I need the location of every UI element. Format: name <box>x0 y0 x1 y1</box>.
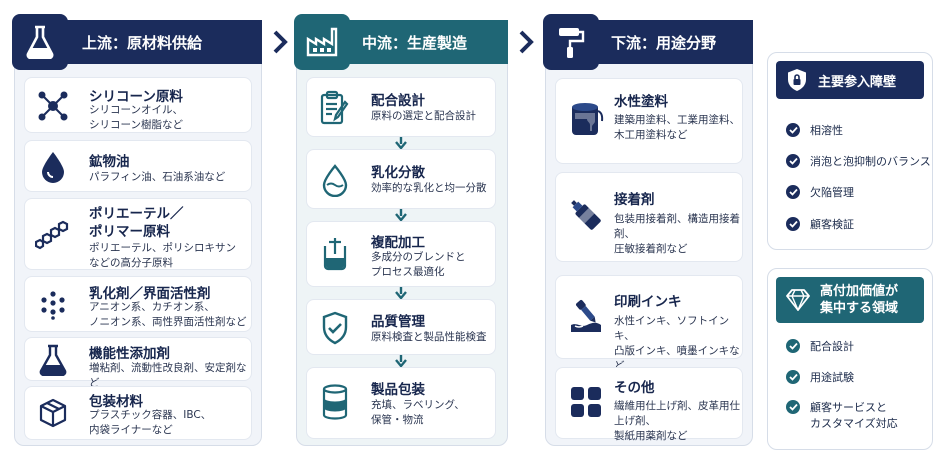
card-description: 増粘剤、流動性改良剤、安定剤など <box>89 362 247 389</box>
entry-barriers-title: 主要参入障壁 <box>818 74 897 90</box>
card-description: パラフィン油、石油系油など <box>89 171 226 183</box>
card-title: 包装材料 <box>89 394 143 410</box>
step-description: 多成分のブレンドと プロセス最適化 <box>371 251 466 278</box>
card-title: 機能性添加剤 <box>89 346 170 362</box>
high-value-panel: 高付加価値が 集中する領域 配合設計 用途試験 顧客サービスと カスタマイズ対応 <box>767 268 933 450</box>
upstream-card: 包装材料 プラスチック容器、IBC、 内袋ライナーなど <box>24 386 252 440</box>
application-card: 水性塗料 建築用塗料、工業用塗料、 木工用塗料など <box>555 78 743 164</box>
upstream-card: 機能性添加剤 増粘剤、流動性改良剤、安定剤など <box>24 337 252 389</box>
upstream-card: 乳化剤／界面活性剤 アニオン系、カチオン系、 ノニオン系、両性界面活性剤など <box>24 276 252 332</box>
glue-tube-icon <box>564 193 608 237</box>
check-icon <box>786 370 800 384</box>
step-description: 原料の選定と配合設計 <box>371 110 476 122</box>
flask-icon <box>33 340 73 380</box>
card-title: 印刷インキ <box>614 294 682 310</box>
upstream-header: 上流：原材料供給 <box>12 14 262 70</box>
value-item: 用途試験 <box>786 370 854 386</box>
step-title: 品質管理 <box>371 314 425 330</box>
check-icon <box>786 185 800 199</box>
card-description: アニオン系、カチオン系、 ノニオン系、両性界面活性剤など <box>89 301 247 328</box>
box-icon <box>33 393 73 433</box>
ink-dropper-icon <box>564 294 608 338</box>
chevron-right-icon <box>519 30 534 54</box>
value-item: 配合設計 <box>786 339 854 355</box>
barrier-item: 消泡と泡抑制のバランス <box>786 154 931 170</box>
card-description: ポリエーテル、ポリシロキサン などの高分子原料 <box>89 242 236 269</box>
barrier-item: 欠陥管理 <box>786 185 854 201</box>
card-title: 鉱物油 <box>89 154 130 170</box>
upstream-card: ポリエーテル／ ポリマー原料 ポリエーテル、ポリシロキサン などの高分子原料 <box>24 198 252 270</box>
step-title: 配合設計 <box>371 93 425 109</box>
process-step: 乳化分散 効率的な乳化と均一分散 <box>306 149 496 209</box>
card-title: シリコーン原料 <box>89 89 183 105</box>
droplet-icon <box>315 160 355 200</box>
arrow-down-icon <box>395 209 407 221</box>
process-step: 製品包装 充填、ラベリング、 保管・物流 <box>306 367 496 439</box>
oil-drop-icon <box>33 147 73 187</box>
factory-icon <box>294 14 350 70</box>
step-title: 複配加工 <box>371 235 425 251</box>
entry-barriers-header: 主要参入障壁 <box>776 61 924 99</box>
midstream-header: 中流：生産製造 <box>294 14 508 70</box>
shield-check-icon <box>315 308 355 348</box>
card-title: その他 <box>614 380 655 396</box>
step-title: 製品包装 <box>371 382 425 398</box>
chevron-right-icon <box>273 30 288 54</box>
upstream-card: 鉱物油 パラフィン油、石油系油など <box>24 140 252 192</box>
mixing-tank-icon <box>315 234 355 274</box>
card-title: 水性塗料 <box>614 94 668 110</box>
downstream-header: 下流：用途分野 <box>543 14 753 70</box>
paint-bucket-icon <box>564 97 608 141</box>
step-description: 原料検査と製品性能検査 <box>371 331 487 343</box>
process-step: 品質管理 原料検査と製品性能検査 <box>306 299 496 355</box>
value-item: 顧客サービスと カスタマイズ対応 <box>786 400 898 432</box>
check-icon <box>786 123 800 137</box>
downstream-title: 下流：用途分野 <box>611 33 717 52</box>
step-description: 効率的な乳化と均一分散 <box>371 182 487 194</box>
drum-icon <box>315 382 355 422</box>
card-description: 繊維用仕上げ剤、皮革用仕上げ剤、 製紙用薬剤など <box>614 400 740 442</box>
card-description: プラスチック容器、IBC、 内袋ライナーなど <box>89 409 212 436</box>
application-card: 印刷インキ 水性インキ、ソフトインキ、 凸版インキ、噴墨インキなど <box>555 275 743 372</box>
diamond-icon <box>786 289 810 311</box>
paint-roller-icon <box>543 14 599 70</box>
upstream-title: 上流：原材料供給 <box>82 33 203 52</box>
check-icon <box>786 400 800 414</box>
arrow-down-icon <box>395 287 407 299</box>
application-card: 接着剤 包装用接着剤、構造用接着剤、 圧敏接着剤など <box>555 172 743 262</box>
barrier-item: 顧客検証 <box>786 217 854 233</box>
midstream-title: 中流：生産製造 <box>362 33 468 52</box>
application-card: その他 繊維用仕上げ剤、皮革用仕上げ剤、 製紙用薬剤など <box>555 367 743 442</box>
process-step: 複配加工 多成分のブレンドと プロセス最適化 <box>306 221 496 287</box>
arrow-down-icon <box>395 137 407 149</box>
process-step: 配合設計 原料の選定と配合設計 <box>306 77 496 137</box>
check-icon <box>786 154 800 168</box>
grid-icon <box>564 380 608 424</box>
entry-barriers-panel: 主要参入障壁 相溶性 消泡と泡抑制のバランス 欠陥管理 顧客検証 <box>767 52 933 250</box>
polymer-chain-icon <box>33 213 73 253</box>
upstream-card: シリコーン原料 シリコーンオイル、 シリコーン樹脂など <box>24 77 252 133</box>
shield-lock-icon <box>788 69 806 91</box>
card-title: 接着剤 <box>614 192 655 208</box>
check-icon <box>786 217 800 231</box>
card-description: 建築用塗料、工業用塗料、 木工用塗料など <box>614 114 740 141</box>
high-value-header: 高付加価値が 集中する領域 <box>776 277 924 323</box>
card-description: シリコーンオイル、 シリコーン樹脂など <box>89 104 183 131</box>
dots-icon <box>33 285 73 325</box>
card-title: ポリエーテル／ ポリマー原料 <box>89 206 184 240</box>
card-title: 乳化剤／界面活性剤 <box>89 286 211 302</box>
high-value-title: 高付加価値が 集中する領域 <box>820 284 899 316</box>
arrow-down-icon <box>395 355 407 367</box>
check-icon <box>786 339 800 353</box>
clipboard-pen-icon <box>315 88 355 128</box>
card-description: 包装用接着剤、構造用接着剤、 圧敏接着剤など <box>614 213 740 255</box>
molecule-icon <box>33 86 73 126</box>
card-description: 水性インキ、ソフトインキ、 凸版インキ、噴墨インキなど <box>614 315 740 372</box>
barrier-item: 相溶性 <box>786 123 843 139</box>
flask-icon <box>12 14 68 70</box>
step-title: 乳化分散 <box>371 165 425 181</box>
step-description: 充填、ラベリング、 保管・物流 <box>371 399 465 426</box>
